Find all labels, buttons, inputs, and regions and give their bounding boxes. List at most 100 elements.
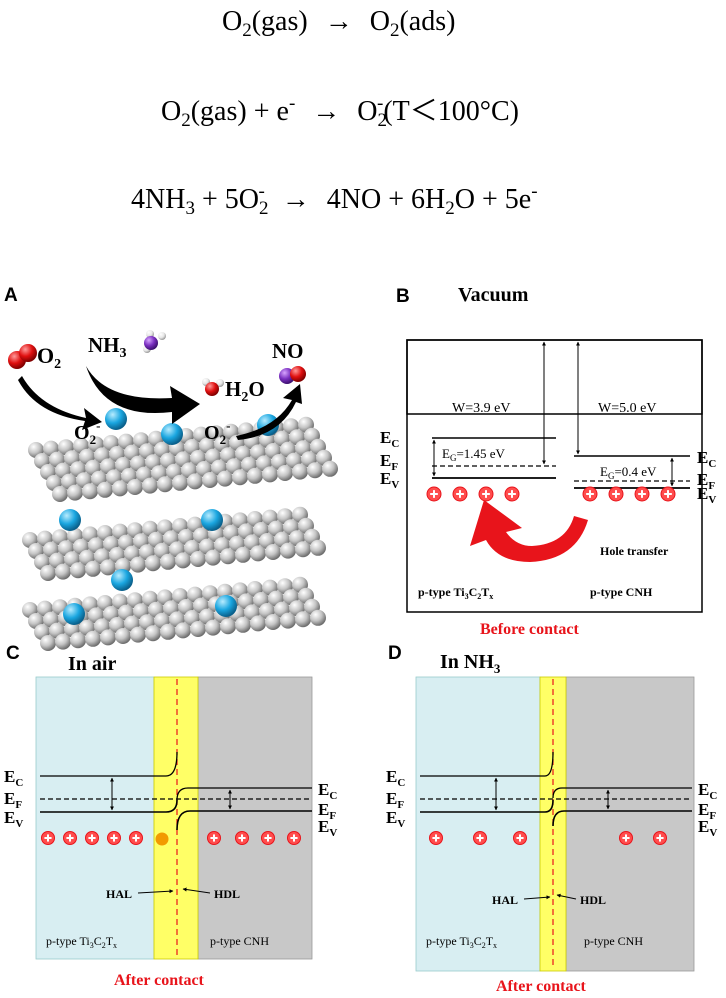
adsorbed-ion — [105, 408, 127, 430]
mxene-atom — [85, 560, 101, 577]
mxene-atom — [250, 615, 266, 632]
nh3-label: NH3 — [88, 333, 127, 361]
mxene-atom — [187, 473, 203, 490]
mxene-atom — [232, 469, 248, 486]
panel-a: A O2 NH3 H2O — [4, 285, 338, 651]
left-ev-label: EV — [4, 808, 23, 830]
holes-in-air — [41, 831, 301, 845]
adsorbed-ion — [201, 509, 223, 531]
hole-icon — [653, 831, 667, 845]
superoxide-label-1: O2- — [74, 418, 100, 447]
left-ev-curve — [420, 799, 554, 813]
mxene-atom — [205, 619, 221, 636]
mxene-atom — [250, 545, 266, 562]
mxene-atom — [145, 555, 161, 572]
left-ec-curve — [420, 751, 554, 777]
right-material-label: p-type CNH — [210, 934, 269, 948]
svg-text:4NH3 + 5O2- → 4NO: 4NH3 + 5O2- → 4NO + 6H2O + 5e- — [131, 173, 538, 219]
hole-icon — [107, 831, 121, 845]
mxene-atom — [310, 539, 326, 556]
mxene-atom — [160, 623, 176, 640]
hole-icon — [129, 831, 143, 845]
mxene-atom — [265, 544, 281, 560]
hole-transfer-arrow-icon — [470, 500, 588, 562]
mxene-atom — [292, 463, 308, 480]
left-material-label: p-type Ti3C2Tx — [46, 934, 117, 950]
left-material-region — [35, 676, 155, 960]
mxene-atom — [310, 609, 326, 626]
hole-icon — [452, 486, 468, 502]
right-ec-curve — [552, 787, 692, 799]
hole-icon — [634, 486, 650, 502]
hole-icon — [85, 831, 99, 845]
mxene-atom — [295, 611, 311, 628]
panel-c: C In air EC EF EV EC EF EV — [4, 643, 337, 989]
left-ef-label: EF — [386, 789, 404, 811]
hole-icon — [41, 831, 55, 845]
vacuum-title: Vacuum — [458, 284, 529, 306]
hdl-arrow — [182, 887, 211, 894]
work-function-right: W=5.0 eV — [598, 401, 656, 416]
hole-icon — [261, 831, 275, 845]
left-ev-label: EV — [380, 469, 399, 491]
mxene-atom — [175, 552, 191, 569]
hole-icon — [235, 831, 249, 845]
hal-arrow — [523, 895, 551, 900]
hdl-arrow — [556, 893, 577, 900]
right-ev-label: EV — [697, 484, 716, 506]
after-contact-caption-d: After contact — [496, 978, 587, 995]
mxene-atom — [220, 618, 236, 635]
mxene-atom — [70, 632, 86, 649]
no-molecule-icon — [279, 366, 306, 384]
left-ev-label: EV — [386, 808, 405, 830]
panel-letter-d: D — [388, 643, 402, 664]
equation-3: 4NH3 + 5O2- → 4NO + 6H2O + 5e- — [131, 173, 538, 219]
work-function-left: W=3.9 eV — [452, 401, 510, 416]
mxene-atom — [280, 612, 296, 629]
o2-molecule-icon — [8, 344, 37, 369]
mxene-atom — [142, 477, 158, 494]
mxene-atom — [85, 630, 101, 647]
mxene-atom — [100, 559, 116, 576]
right-ev-label: EV — [318, 817, 337, 839]
right-ec-label: EC — [697, 448, 716, 470]
left-material-region — [415, 676, 541, 972]
hole-icon — [504, 486, 520, 502]
mxene-atom — [82, 483, 98, 500]
interface-hole-icon — [155, 832, 169, 846]
mxene-atom — [40, 565, 56, 581]
hdl-label: HDL — [580, 893, 606, 907]
mxene-atom — [157, 476, 173, 493]
right-ev-label: EV — [698, 817, 717, 839]
mxene-atom — [97, 481, 113, 498]
hole-icon — [478, 486, 494, 502]
panel-d: D In NH3 EC EF EV EC EF EV — [386, 643, 717, 995]
h2o-molecule-icon — [202, 378, 224, 396]
hal-label: HAL — [106, 887, 132, 901]
left-ev-curve — [40, 799, 178, 813]
mxene-atom — [235, 616, 251, 633]
adsorbed-ion — [215, 595, 237, 617]
right-ef-label: EF — [697, 470, 715, 492]
mxene-atom — [52, 486, 68, 502]
mxene-atom — [295, 541, 311, 558]
o2-label: O2 — [37, 343, 61, 372]
mxene-atom — [202, 472, 218, 488]
hole-icon — [619, 831, 633, 845]
mxene-atom — [235, 546, 251, 563]
mxene-atom — [205, 549, 221, 566]
mxene-atom — [175, 622, 191, 639]
right-ec-label: EC — [318, 780, 337, 802]
hole-icon — [287, 831, 301, 845]
right-ev-curve — [552, 810, 692, 827]
left-material-label: p-type Ti3C2Tx — [426, 934, 497, 950]
mxene-atom — [145, 625, 161, 642]
in-air-title: In air — [68, 653, 116, 675]
reaction-arrow-icon — [86, 366, 200, 424]
adsorbed-ion — [111, 569, 133, 591]
mxene-atom — [115, 628, 131, 644]
mxene-atom — [55, 633, 71, 650]
svg-text:O2(gas) → O2(ads): O2(gas) → O2(ads) — [222, 6, 455, 41]
desorption-arrow-icon — [236, 384, 302, 440]
adsorbed-ions — [59, 408, 279, 625]
